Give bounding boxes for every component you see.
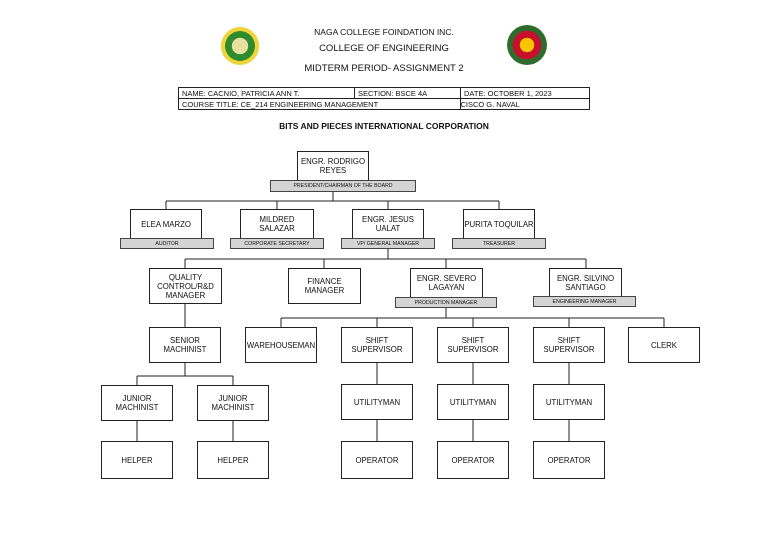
- treasurer-box: PURITA TOQUILAR: [463, 209, 535, 239]
- engineering-manager-name: ENGR. SILVINO SANTIAGO: [556, 274, 615, 292]
- operator-box: OPERATOR: [341, 441, 413, 479]
- qc-manager-box: QUALITY CONTROL/R&D MANAGER: [149, 268, 222, 304]
- helper-box: HELPER: [197, 441, 269, 479]
- company-name: BITS AND PIECES INTERNATIONAL CORPORATIO…: [279, 121, 489, 131]
- assignment-title: MIDTERM PERIOD- ASSIGNMENT 2: [304, 63, 464, 74]
- student-info-table: NAME: CACNIO, PATRICIA ANN T. SECTION: B…: [178, 87, 590, 110]
- college-name: COLLEGE OF ENGINEERING: [319, 43, 449, 54]
- secretary-title: CORPORATE SECRETARY: [230, 238, 324, 249]
- finance-manager-box: FINANCE MANAGER: [288, 268, 361, 304]
- utilityman-box: UTILITYMAN: [533, 384, 605, 420]
- vp-title: VP/ GENERAL MANAGER: [341, 238, 435, 249]
- shift-supervisor-box: SHIFT SUPERVISOR: [437, 327, 509, 363]
- helper-label: HELPER: [121, 455, 153, 465]
- shift-supervisor-label: SHIFT SUPERVISOR: [351, 336, 403, 354]
- instructor: INSTRUCTOR: ENGR. FRANCISCO G. NAVAL: [460, 98, 590, 110]
- president-name: ENGR. RODRIGO REYES: [300, 157, 366, 175]
- secretary-box: MILDRED SALAZAR: [240, 209, 314, 239]
- utilityman-label: UTILITYMAN: [545, 397, 593, 407]
- vp-box: ENGR. JESUS UALAT: [352, 209, 424, 239]
- school-name: NAGA COLLEGE FOINDATION INC.: [314, 27, 454, 37]
- shift-supervisor-label: SHIFT SUPERVISOR: [543, 336, 595, 354]
- president-box: ENGR. RODRIGO REYES: [297, 151, 369, 181]
- junior-machinist-box: JUNIOR MACHINIST: [101, 385, 173, 421]
- clerk-label: CLERK: [651, 340, 677, 350]
- junior-machinist-label: JUNIOR MACHINIST: [115, 394, 159, 412]
- engineering-manager-box: ENGR. SILVINO SANTIAGO: [549, 268, 622, 298]
- utilityman-label: UTILITYMAN: [449, 397, 497, 407]
- vp-name: ENGR. JESUS UALAT: [362, 215, 414, 233]
- utilityman-box: UTILITYMAN: [341, 384, 413, 420]
- utilityman-label: UTILITYMAN: [353, 397, 401, 407]
- president-title: PRESIDENT/CHAIRMAN OF THE BOARD: [270, 180, 416, 192]
- production-manager-title: PRODUCTION MANAGER: [395, 297, 497, 308]
- utilityman-box: UTILITYMAN: [437, 384, 509, 420]
- operator-box: OPERATOR: [533, 441, 605, 479]
- finance-manager-label: FINANCE MANAGER: [304, 277, 345, 295]
- helper-box: HELPER: [101, 441, 173, 479]
- treasurer-name: PURITA TOQUILAR: [464, 219, 534, 229]
- school-seal-icon: [221, 27, 259, 65]
- auditor-title: AUDITOR: [120, 238, 214, 249]
- auditor-box: ELEA MARZO: [130, 209, 202, 239]
- senior-machinist-label: SENIOR MACHINIST: [163, 336, 207, 354]
- operator-label: OPERATOR: [355, 455, 399, 465]
- shift-supervisor-label: SHIFT SUPERVISOR: [447, 336, 499, 354]
- senior-machinist-box: SENIOR MACHINIST: [149, 327, 221, 363]
- warehouseman-label: WAREHOUSEMAN: [246, 340, 316, 350]
- course-title: COURSE TITLE: CE_214 ENGINEERING MANAGEM…: [178, 98, 461, 110]
- college-seal-icon: [507, 25, 547, 65]
- auditor-name: ELEA MARZO: [141, 219, 191, 229]
- production-manager-box: ENGR. SEVERO LAGAYAN: [410, 268, 483, 298]
- shift-supervisor-box: SHIFT SUPERVISOR: [341, 327, 413, 363]
- junior-machinist-label: JUNIOR MACHINIST: [211, 394, 255, 412]
- operator-label: OPERATOR: [451, 455, 495, 465]
- warehouseman-box: WAREHOUSEMAN: [245, 327, 317, 363]
- qc-manager-label: QUALITY CONTROL/R&D MANAGER: [157, 272, 214, 300]
- secretary-name: MILDRED SALAZAR: [259, 215, 295, 233]
- treasurer-title: TREASURER: [452, 238, 546, 249]
- operator-label: OPERATOR: [547, 455, 591, 465]
- engineering-manager-title: ENGINEERING MANAGER: [533, 296, 636, 307]
- shift-supervisor-box: SHIFT SUPERVISOR: [533, 327, 605, 363]
- production-manager-name: ENGR. SEVERO LAGAYAN: [416, 274, 477, 292]
- clerk-box: CLERK: [628, 327, 700, 363]
- operator-box: OPERATOR: [437, 441, 509, 479]
- helper-label: HELPER: [217, 455, 249, 465]
- junior-machinist-box: JUNIOR MACHINIST: [197, 385, 269, 421]
